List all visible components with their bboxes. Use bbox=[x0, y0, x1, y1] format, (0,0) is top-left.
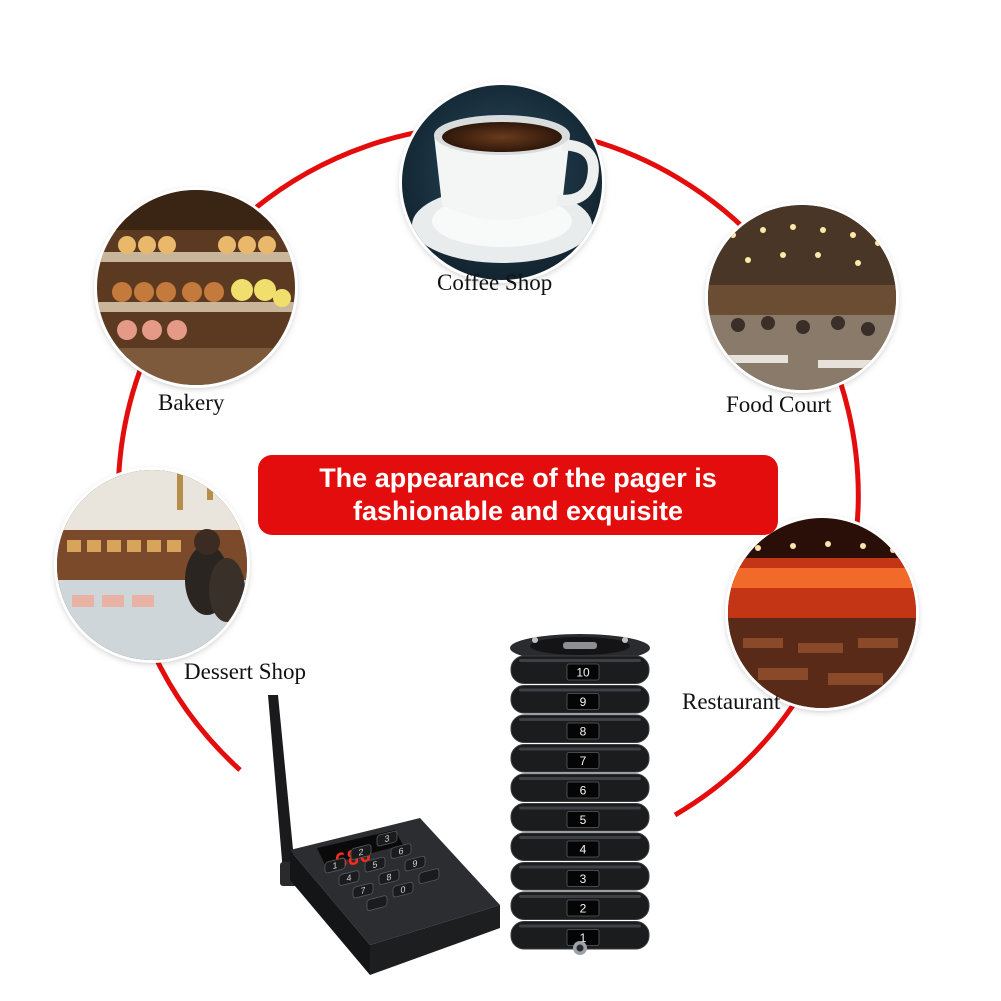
headline-line-2: fashionable and exquisite bbox=[352, 496, 684, 526]
pager-number: 4 bbox=[580, 843, 587, 857]
dessert-shop-photo bbox=[57, 470, 247, 660]
keypad-key[interactable]: 4 bbox=[338, 870, 360, 886]
pager-disc: 4 bbox=[510, 832, 650, 861]
dessert-shop-label: Dessert Shop bbox=[184, 659, 307, 684]
food-court-label: Food Court bbox=[726, 392, 832, 417]
transmitter-keypad: 1 2 3 4 5 6 7 8 9 0 bbox=[324, 830, 440, 911]
pager-highlight bbox=[519, 924, 641, 928]
keypad-key[interactable] bbox=[366, 895, 388, 911]
pager-number-window bbox=[566, 693, 600, 710]
keypad-key[interactable]: 5 bbox=[364, 856, 386, 873]
pager-number-window bbox=[566, 811, 600, 828]
keypad-key-cap bbox=[366, 895, 388, 911]
coffee-shop-photo bbox=[402, 85, 602, 280]
pager-number: 6 bbox=[580, 784, 587, 798]
charging-port-icon bbox=[573, 941, 587, 955]
pager-stack: 10 9 8 7 6 5 4 3 2 1 bbox=[510, 634, 650, 955]
pager-number-window bbox=[566, 781, 600, 799]
pager-highlight bbox=[519, 777, 641, 780]
pager-number-window bbox=[566, 870, 600, 887]
pager-highlight bbox=[519, 806, 641, 810]
pager-number: 3 bbox=[580, 872, 587, 886]
keypad-key[interactable]: 6 bbox=[390, 843, 412, 859]
pager-number: 7 bbox=[580, 754, 587, 768]
keypad-key-cap bbox=[378, 869, 400, 885]
pager-disc: 9 bbox=[510, 685, 650, 714]
pager-disc: 5 bbox=[510, 803, 650, 832]
pager-highlight bbox=[519, 865, 641, 869]
pager-highlight bbox=[519, 747, 641, 751]
charging-base bbox=[510, 634, 650, 662]
pager-highlight bbox=[519, 718, 641, 721]
pager-number-window bbox=[566, 752, 600, 769]
pager-disc: 3 bbox=[510, 862, 650, 891]
pager-highlight bbox=[519, 688, 641, 692]
keypad-key[interactable]: 7 bbox=[352, 882, 374, 899]
keypad-key-label: 6 bbox=[398, 846, 403, 857]
keypad-key-label: 1 bbox=[332, 860, 337, 871]
keypad-key-cap bbox=[352, 882, 374, 899]
coffee-cup-icon bbox=[402, 85, 602, 280]
restaurant-photo bbox=[728, 518, 916, 708]
keypad-key-cap bbox=[338, 870, 360, 886]
headline-banner: The appearance of the pager is fashionab… bbox=[258, 455, 778, 535]
keypad-key-cap bbox=[390, 843, 412, 859]
pager-disc: 2 bbox=[510, 891, 650, 920]
keypad-key-cap bbox=[350, 844, 372, 860]
pager-disc: 6 bbox=[510, 773, 650, 802]
keypad-key-label: 3 bbox=[384, 833, 389, 844]
keypad-key-cap bbox=[404, 855, 426, 872]
keypad-key[interactable]: 8 bbox=[378, 869, 400, 885]
pager-number-window bbox=[566, 663, 600, 681]
pager-number-window bbox=[566, 899, 600, 917]
pager-number: 2 bbox=[580, 902, 587, 916]
keypad-key-cap bbox=[376, 830, 398, 847]
pager-number: 5 bbox=[580, 813, 587, 827]
pager-number: 8 bbox=[580, 725, 587, 739]
keypad-key-cap bbox=[364, 856, 386, 873]
headline-line-1: The appearance of the pager is bbox=[319, 463, 717, 493]
keypad-key[interactable]: 3 bbox=[376, 830, 398, 847]
pager-number-window bbox=[566, 840, 600, 858]
bakery-label: Bakery bbox=[158, 390, 225, 415]
coffee-shop-label: Coffee Shop bbox=[437, 270, 553, 295]
pager-highlight bbox=[519, 895, 641, 898]
keypad-key-cap bbox=[418, 868, 440, 884]
keypad-key[interactable]: 2 bbox=[350, 844, 372, 860]
keypad-key[interactable] bbox=[418, 868, 440, 884]
keypad-key[interactable]: 0 bbox=[392, 881, 414, 898]
keypad-key-label: 4 bbox=[346, 873, 351, 884]
keypad-key-label: 5 bbox=[372, 859, 377, 870]
pager-number: 10 bbox=[576, 666, 590, 680]
pager-number: 1 bbox=[580, 931, 587, 945]
pager-highlight bbox=[519, 836, 641, 839]
bakery-photo bbox=[97, 190, 295, 385]
keypad-key-label: 9 bbox=[412, 858, 417, 869]
keypad-key-label: 8 bbox=[386, 872, 391, 883]
keypad-key[interactable]: 1 bbox=[324, 857, 346, 874]
keypad-key-cap bbox=[324, 857, 346, 874]
pager-disc: 10 bbox=[510, 655, 650, 684]
pager-disc: 7 bbox=[510, 744, 650, 773]
pager-disc: 8 bbox=[510, 714, 650, 743]
pager-number-window bbox=[566, 722, 600, 740]
pager-discs: 10 9 8 7 6 5 4 3 2 1 bbox=[510, 655, 650, 950]
keypad-key-label: 0 bbox=[400, 884, 405, 895]
keypad-key[interactable]: 9 bbox=[404, 855, 426, 872]
pager-number: 9 bbox=[580, 695, 587, 709]
keypad-key-label: 2 bbox=[358, 847, 363, 858]
keypad-key-label: 7 bbox=[360, 885, 365, 896]
restaurant-label: Restaurant bbox=[682, 689, 781, 714]
keypad-key-cap bbox=[392, 881, 414, 898]
pager-highlight bbox=[519, 659, 641, 662]
food-court-photo bbox=[708, 205, 896, 390]
pager-disc: 1 bbox=[510, 921, 650, 950]
